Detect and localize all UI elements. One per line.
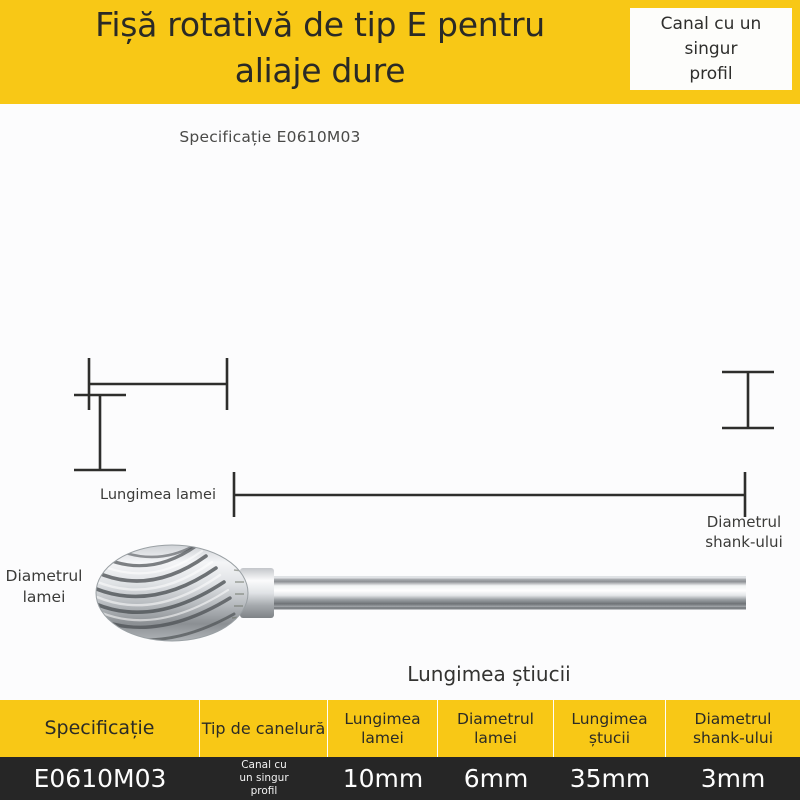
cell-flute-type: Canal cu un singur profil <box>239 759 289 797</box>
dim-shank-diameter <box>722 370 774 430</box>
cell-total-length: 35mm <box>569 764 651 793</box>
specification-line: Specificație E0610M03 <box>179 128 361 146</box>
column-header-shank-diameter: Diametrul shank-ului <box>692 709 774 747</box>
column-header-blade-length: Lungimea lamei <box>328 700 438 757</box>
label-shank-diameter: Diametrul shank-ului <box>705 513 783 551</box>
column-header-total-length: Lungimea ștucii <box>554 700 666 757</box>
rotary-burr-illustration <box>74 358 774 642</box>
label-blade-length: Lungimea lamei <box>100 487 216 503</box>
header-band: Fișă rotativă de tip E pentru aliaje dur… <box>0 0 800 104</box>
cell-blade-length: 10mm <box>342 764 424 793</box>
cell-blade-diameter: 6mm <box>463 764 529 793</box>
cell-shank-diameter: 3mm <box>700 764 766 793</box>
cell-specification: E0610M03 <box>33 764 167 793</box>
label-total-length: Lungimea știucii <box>407 662 571 686</box>
page-title: Fișă rotativă de tip E pentru aliaje dur… <box>95 5 545 90</box>
spec-table-row: E0610M03 Canal cu un singur profil 10mm … <box>0 757 800 800</box>
flute-type-badge: Canal cu un singur profil <box>630 8 792 90</box>
column-header-flute-type: Tip de canelură <box>200 700 328 757</box>
column-header-blade-diameter: Diametrul lamei <box>438 700 554 757</box>
column-header-specification: Specificație <box>0 700 200 757</box>
dim-blade-diameter <box>74 393 126 472</box>
product-diagram: Lungimea lamei Diametrul lamei Diametrul… <box>0 160 800 690</box>
dim-blade-length <box>87 358 229 410</box>
spec-table-header: Specificație Tip de canelură Lungimea la… <box>0 700 800 757</box>
dim-total-length <box>232 472 747 517</box>
label-blade-diameter: Diametrul lamei <box>5 567 83 606</box>
